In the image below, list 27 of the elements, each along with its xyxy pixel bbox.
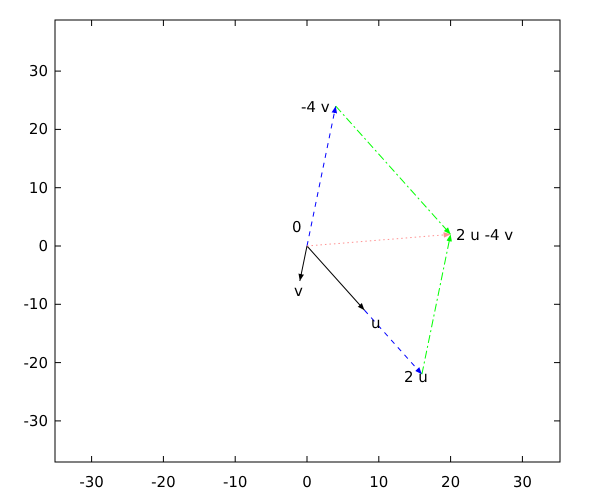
point-label: -4 v bbox=[301, 99, 330, 115]
point-label: 0 bbox=[292, 219, 302, 235]
point-label: v bbox=[294, 282, 303, 299]
axis-tick-label: -30 bbox=[79, 474, 104, 490]
axis-tick-label: 10 bbox=[28, 180, 48, 196]
axis-tick-label: -20 bbox=[24, 354, 48, 371]
axis-tick-label: 0 bbox=[302, 474, 312, 490]
vector-arrow bbox=[421, 234, 452, 375]
axis-tick-label: 30 bbox=[512, 474, 532, 490]
axis-tick-label: -10 bbox=[24, 296, 48, 312]
vector-arrow bbox=[306, 232, 452, 246]
point-label: 2 u -4 v bbox=[456, 227, 514, 243]
axis-tick-label: -20 bbox=[151, 474, 176, 490]
vector-arrow bbox=[364, 310, 422, 375]
axis-tick-label: -30 bbox=[24, 412, 48, 429]
axis-tick-label: -10 bbox=[222, 474, 248, 490]
point-label: u bbox=[370, 314, 380, 331]
vector-arrow bbox=[306, 106, 338, 246]
vector-arrow bbox=[335, 106, 452, 235]
vector-arrow bbox=[298, 246, 308, 282]
axis-tick-label: 20 bbox=[28, 121, 48, 138]
axis-tick-label: 20 bbox=[441, 474, 460, 490]
axis-tick-label: 30 bbox=[28, 63, 48, 80]
point-label: 2 u bbox=[404, 369, 428, 385]
axis-tick-label: 10 bbox=[369, 474, 388, 490]
vector-arrow bbox=[306, 246, 365, 311]
axis-tick-label: 0 bbox=[38, 238, 48, 254]
